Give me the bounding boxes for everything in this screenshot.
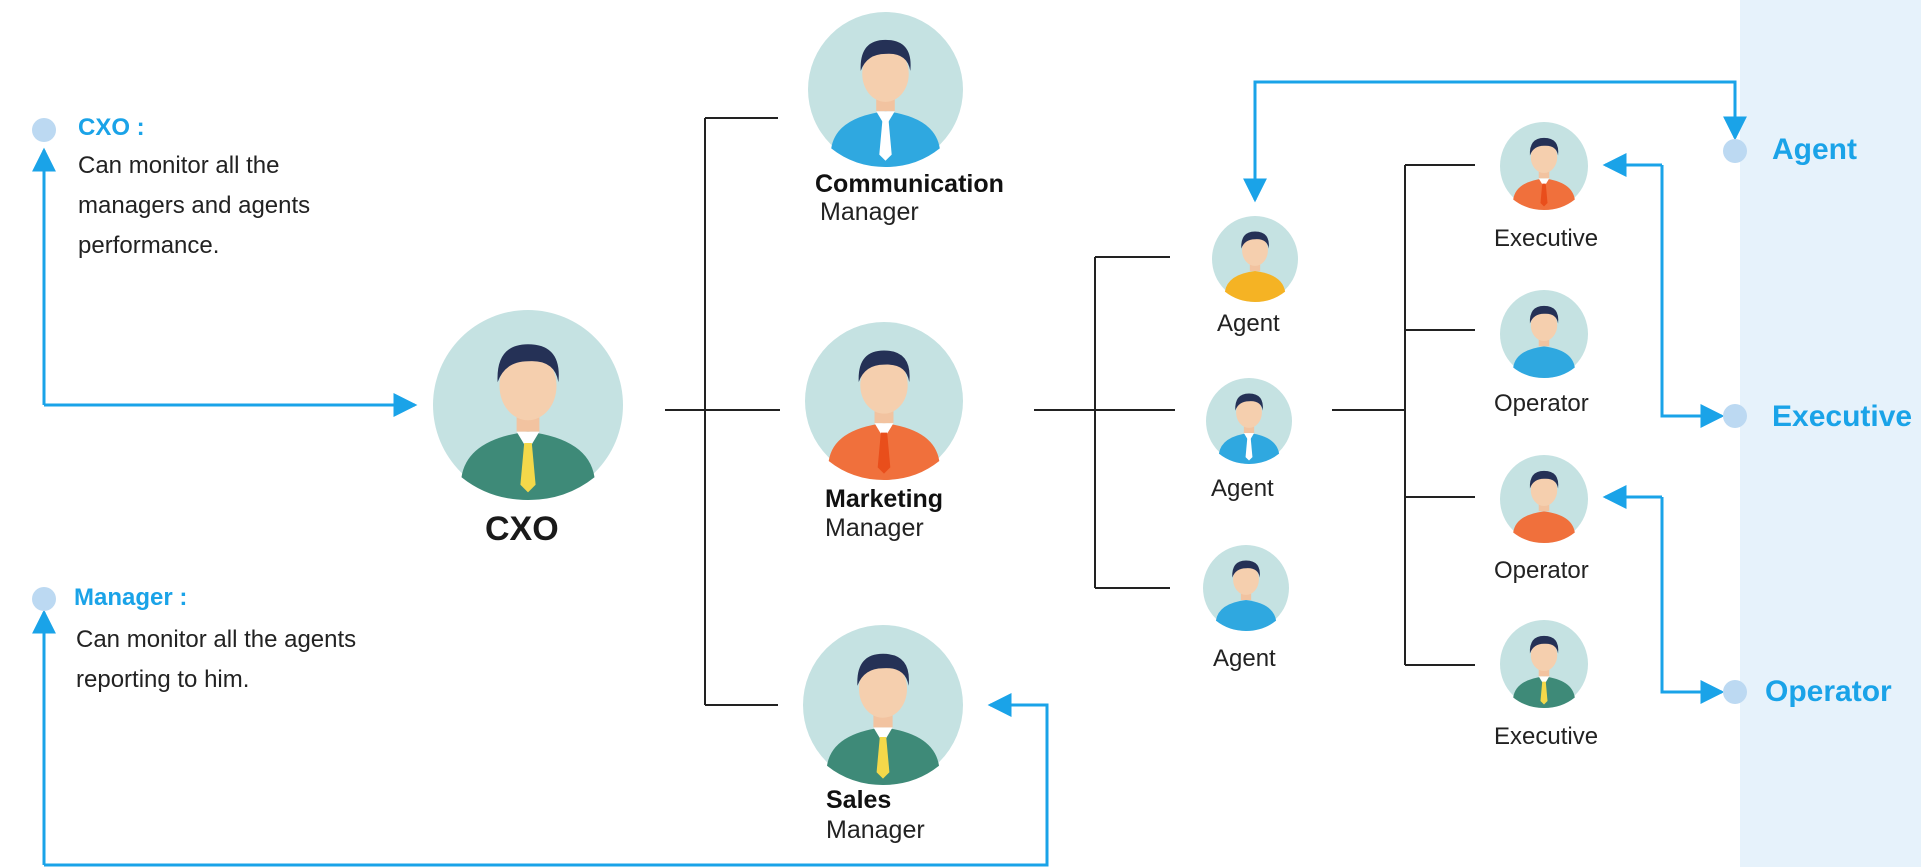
cxo-note-line-2: managers and agents xyxy=(78,192,311,219)
agent-1-label: Agent xyxy=(1217,310,1280,337)
agent-3-avatar-icon xyxy=(1203,545,1289,631)
manager-note-title: Manager : xyxy=(74,584,188,611)
cxo-note-body: Can monitor all the managers and agents … xyxy=(78,146,398,266)
legend-operator: Operator xyxy=(1765,675,1892,708)
tree-lines xyxy=(665,117,1475,706)
executive-1-label: Executive xyxy=(1494,225,1599,252)
sales-manager-avatar-icon xyxy=(803,625,963,785)
cxo-note-line-3: performance. xyxy=(78,232,220,259)
agent-2-label: Agent xyxy=(1211,475,1274,502)
manager-note-line-2: reporting to him. xyxy=(76,666,250,693)
executive-legend-dot-icon xyxy=(1723,404,1747,428)
executive-2-avatar-icon xyxy=(1500,620,1588,708)
operator-2-avatar-icon xyxy=(1500,455,1588,543)
agent-legend-dot-icon xyxy=(1723,139,1747,163)
communication-manager-avatar-icon xyxy=(808,12,963,167)
annotation-arrows xyxy=(32,80,1747,867)
operator-1-avatar-icon xyxy=(1500,290,1588,378)
marketing-manager-avatar-icon xyxy=(805,322,963,480)
operator-1-label: Operator xyxy=(1494,390,1589,417)
agent-2-avatar-icon xyxy=(1206,378,1292,464)
legend-executive: Executive xyxy=(1772,400,1913,433)
executive-2-label: Executive xyxy=(1494,723,1599,750)
operator-2-label: Operator xyxy=(1494,557,1589,584)
cxo-note-line-1: Can monitor all the xyxy=(78,152,280,179)
manager-note-arrow-sales xyxy=(44,693,1049,867)
operator-legend-arrow xyxy=(1660,497,1725,704)
cxo-note-dot-icon xyxy=(32,118,56,142)
agent-1-avatar-icon xyxy=(1212,216,1298,302)
operator-legend-dot-icon xyxy=(1723,680,1747,704)
executive-1-avatar-icon xyxy=(1500,122,1588,210)
executive-legend-arrow xyxy=(1660,165,1725,428)
communication-manager-subtitle: Manager xyxy=(820,198,919,226)
communication-manager-title: Communication xyxy=(815,170,1004,198)
cxo-avatar-icon xyxy=(433,310,623,500)
marketing-manager-title: Marketing xyxy=(825,485,944,513)
cxo-label: CXO xyxy=(485,510,559,548)
manager-note-body: Can monitor all the agents reporting to … xyxy=(76,620,456,700)
cxo-note-title: CXO : xyxy=(78,114,145,141)
sales-manager-subtitle: Manager xyxy=(826,816,925,844)
legend-agent: Agent xyxy=(1772,133,1857,166)
legend-panel xyxy=(1740,0,1921,867)
agent-3-label: Agent xyxy=(1213,645,1276,672)
manager-note-dot-icon xyxy=(32,587,56,611)
sales-manager-title: Sales xyxy=(826,786,892,814)
agent-legend-arrow-agent xyxy=(1243,80,1735,203)
manager-note-line-1: Can monitor all the agents xyxy=(76,626,357,653)
marketing-manager-subtitle: Manager xyxy=(825,514,924,542)
